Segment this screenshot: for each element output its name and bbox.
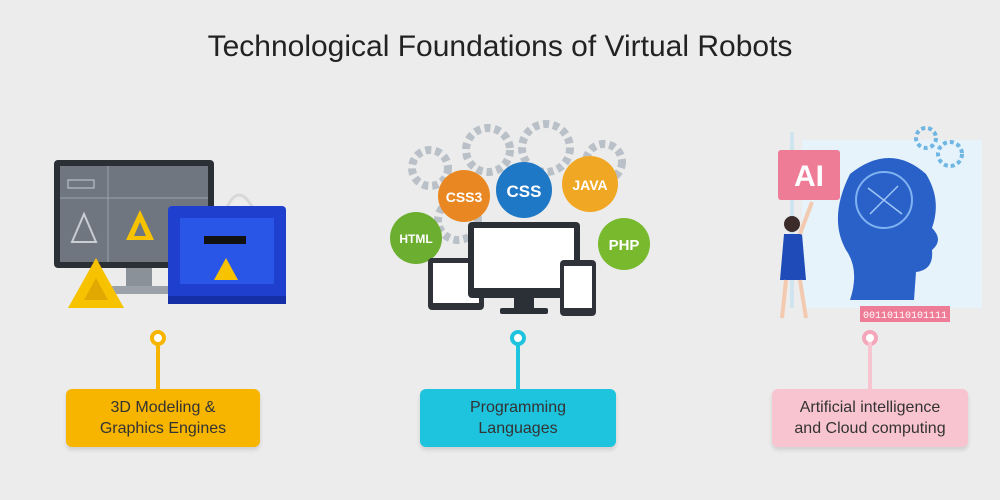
connector-line [868, 342, 872, 390]
label-line: Artificial intelligence [799, 399, 941, 416]
ai-head-illustration: AI 00110110101111 [778, 126, 982, 322]
badge-css3: CSS3 [446, 189, 483, 205]
gear-cluster-illustration: CSS3 CSS JAVA HTML PHP [390, 120, 650, 316]
label-line: 3D Modeling & [110, 399, 216, 416]
page-title: Technological Foundations of Virtual Rob… [207, 30, 793, 63]
badge-java: JAVA [572, 177, 607, 193]
pillar-programming: CSS3 CSS JAVA HTML PHP Programming Langu… [368, 110, 668, 500]
label-box: 3D Modeling & Graphics Engines [66, 389, 260, 447]
ai-badge-text: AI [794, 160, 824, 193]
binary-text: 00110110101111 [863, 311, 947, 322]
3d-printer-illustration [54, 160, 286, 308]
connector-line [516, 342, 520, 390]
label-line: Programming [469, 399, 567, 416]
badge-html: HTML [399, 232, 432, 246]
label-box: Artificial intelligence and Cloud comput… [772, 389, 968, 447]
label-box: Programming Languages [420, 389, 616, 447]
badge-css: CSS [507, 182, 542, 201]
label-line: Languages [478, 420, 558, 437]
pillar-3d-modeling: 3D Modeling & Graphics Engines [8, 110, 308, 500]
label-line: and Cloud computing [794, 420, 946, 437]
connector-line [156, 342, 160, 390]
label-line: Graphics Engines [99, 420, 227, 437]
badge-php: PHP [609, 237, 640, 254]
pillar-ai-cloud: AI 00110110101111 Artificial intelligenc… [720, 110, 1000, 500]
